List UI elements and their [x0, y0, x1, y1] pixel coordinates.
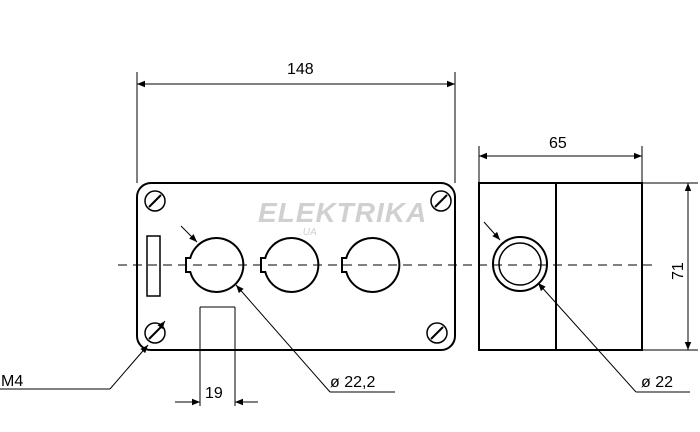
dim-label-71: 71 [670, 262, 687, 280]
side-view [478, 182, 643, 351]
button-holes [185, 237, 401, 293]
dim-label-hole-22: ø 22 [641, 374, 673, 391]
screw-hole-top-left [144, 190, 166, 212]
label-slot [146, 235, 161, 297]
button-hole-2 [260, 237, 320, 293]
watermark-brand: ELEKTRIKA [258, 197, 427, 228]
dim-label-148: 148 [287, 61, 314, 78]
watermark-domain: .UA [300, 227, 317, 238]
dimension-slot-width: 19 [175, 385, 258, 406]
dim-label-19: 19 [205, 385, 223, 402]
dim-label-hole-22-2: ø 22,2 [330, 374, 375, 391]
button-hole-3 [341, 237, 401, 293]
leader-screw: M4 [0, 320, 166, 390]
side-button-inner [498, 242, 542, 286]
button-hole-1 [185, 237, 245, 293]
dimension-width-side: 65 [478, 135, 643, 183]
dimension-height-side: 71 [642, 182, 698, 351]
dim-label-65: 65 [549, 135, 567, 152]
dim-label-m4: M4 [1, 373, 23, 390]
front-view [136, 182, 456, 406]
side-button-outer [492, 236, 548, 292]
leader-hole-side: ø 22 [483, 221, 690, 393]
side-enclosure-outline [478, 182, 643, 351]
screw-hole-bottom-right [426, 322, 448, 344]
dimension-width-front: 148 [136, 61, 456, 183]
screw-hole-bottom-left [144, 322, 166, 344]
watermark: ELEKTRIKA .UA [258, 197, 427, 238]
corner-screw-holes [144, 190, 452, 344]
screw-hole-top-right [430, 190, 452, 212]
front-enclosure-outline [136, 182, 456, 351]
leader-hole-front: ø 22,2 [180, 225, 395, 393]
